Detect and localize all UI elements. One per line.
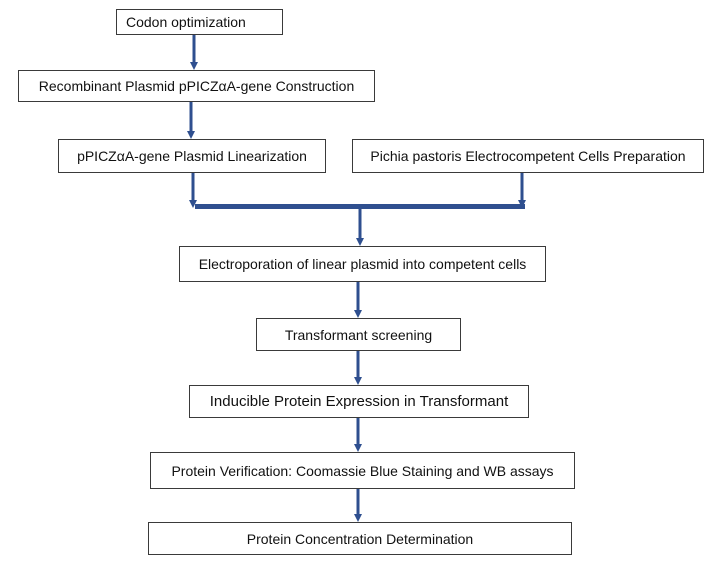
merge-bar bbox=[195, 204, 525, 209]
step-protein-verification: Protein Verification: Coomassie Blue Sta… bbox=[150, 452, 575, 489]
step-concentration-determination: Protein Concentration Determination bbox=[148, 522, 572, 555]
step-electroporation: Electroporation of linear plasmid into c… bbox=[179, 246, 546, 282]
step-recombinant-construction: Recombinant Plasmid pPICZαA-gene Constru… bbox=[18, 70, 375, 102]
step-protein-expression: Inducible Protein Expression in Transfor… bbox=[189, 385, 529, 418]
step-transformant-screening: Transformant screening bbox=[256, 318, 461, 351]
step-codon-optimization: Codon optimization bbox=[116, 9, 283, 35]
step-competent-cells-preparation: Pichia pastoris Electrocompetent Cells P… bbox=[352, 139, 704, 173]
step-plasmid-linearization: pPICZαA-gene Plasmid Linearization bbox=[58, 139, 326, 173]
